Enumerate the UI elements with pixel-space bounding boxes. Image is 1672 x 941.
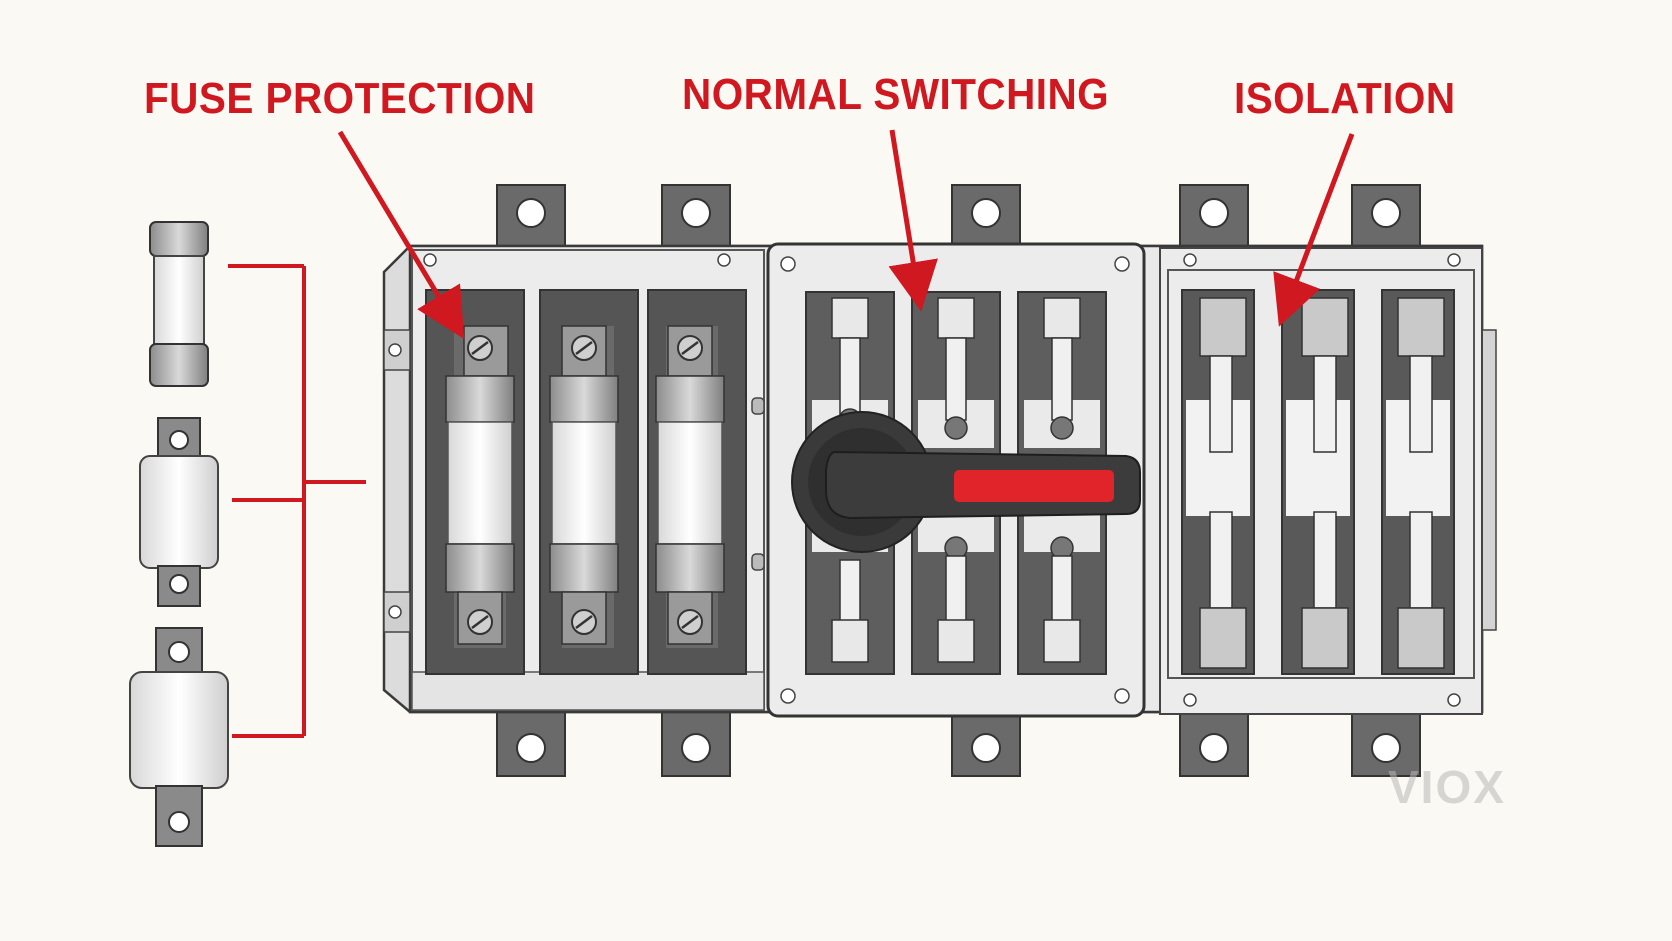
arrow-icon	[337, 130, 465, 340]
isolator-pole-1	[1181, 289, 1255, 675]
fuse-bay-2	[539, 289, 639, 675]
fuse-protection-label: FUSE PROTECTION	[144, 74, 536, 123]
viox-logo: VIOX	[1388, 761, 1506, 813]
normal-switching-label: NORMAL SWITCHING	[682, 70, 1110, 119]
terminal-lugs	[496, 184, 1421, 777]
terminal-lug-top-4	[1179, 184, 1249, 248]
fuse-section	[411, 249, 765, 711]
switching-section	[766, 242, 1146, 718]
fuse-bay-1	[425, 289, 525, 675]
terminal-lug-bottom-2	[661, 711, 731, 777]
terminal-lug-top-5	[1351, 184, 1421, 248]
fuse-icon	[149, 221, 209, 387]
terminal-lug-bottom-5	[1351, 711, 1421, 777]
fuse-bracket	[228, 264, 366, 738]
fuse-types	[129, 221, 366, 847]
callout-arrows	[337, 129, 1355, 340]
isolation-label: ISOLATION	[1234, 74, 1456, 123]
terminal-lug-bottom-1	[496, 711, 566, 777]
isolator-pole-2	[1281, 289, 1355, 675]
fuse-icon	[139, 417, 219, 607]
arrow-icon	[888, 129, 938, 312]
terminal-lug-top-2	[661, 184, 731, 248]
arrow-icon	[1273, 133, 1355, 327]
fuse-bay-3	[647, 289, 747, 675]
isolation-section	[1159, 247, 1483, 715]
rotary-handle-icon	[791, 411, 1141, 553]
isolator-pole-3	[1381, 289, 1455, 675]
terminal-lug-top-1	[496, 184, 566, 248]
fuse-icon	[129, 627, 229, 847]
terminal-lug-bottom-3	[951, 711, 1021, 777]
terminal-lug-top-3	[951, 184, 1021, 248]
terminal-lug-bottom-4	[1179, 711, 1249, 777]
